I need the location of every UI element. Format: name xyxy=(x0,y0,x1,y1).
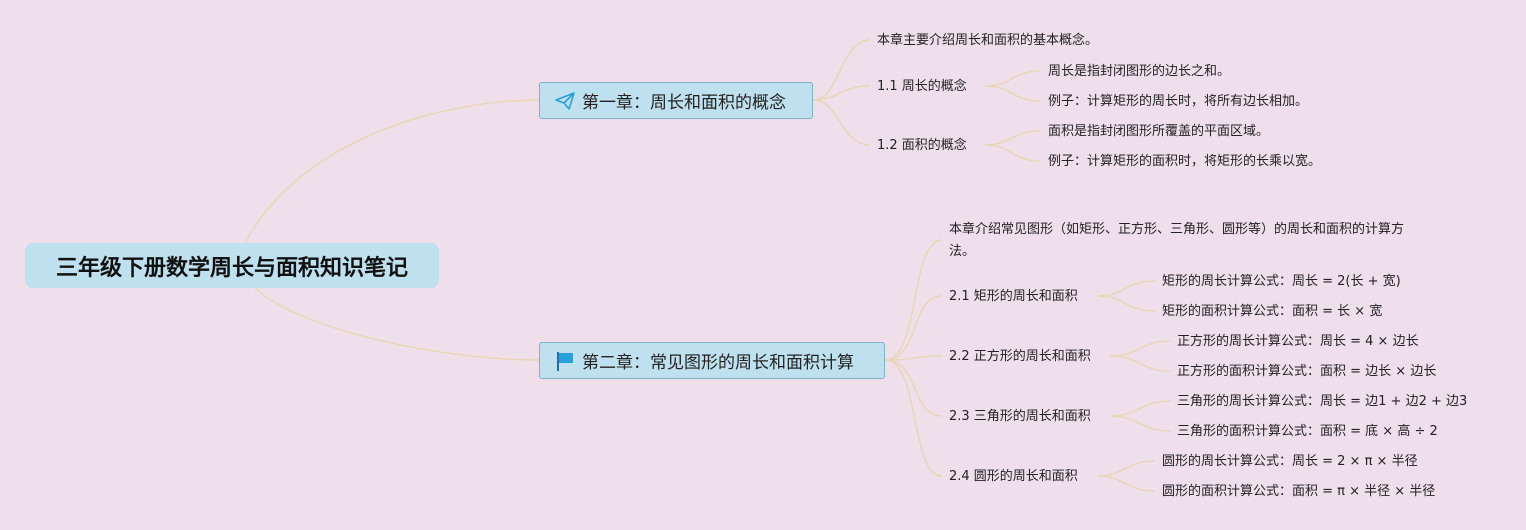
link-s11-a xyxy=(984,70,1041,87)
section-2-3[interactable]: 2.3 三角形的周长和面积 xyxy=(949,409,1091,424)
link-s23-b xyxy=(1109,415,1171,432)
section-2-2-item-2[interactable]: 正方形的面积计算公式：面积 = 边长 × 边长 xyxy=(1177,364,1437,379)
link-ch1-s2 xyxy=(812,99,871,146)
link-ch2-s1 xyxy=(884,295,943,361)
link-s21-a xyxy=(1097,280,1156,297)
chapter-2-title: 第二章：常见图形的周长和面积计算 xyxy=(582,353,854,373)
link-root-ch2 xyxy=(254,287,540,361)
section-2-4-item-2[interactable]: 圆形的面积计算公式：面积 = π × 半径 × 半径 xyxy=(1162,484,1436,499)
section-2-3-item-1[interactable]: 三角形的周长计算公式：周长 = 边1 + 边2 + 边3 xyxy=(1177,394,1468,409)
section-2-2-item-1[interactable]: 正方形的周长计算公式：周长 = 4 × 边长 xyxy=(1177,334,1419,349)
link-s23-a xyxy=(1109,400,1171,417)
section-2-1[interactable]: 2.1 矩形的周长和面积 xyxy=(949,289,1078,304)
chapter-2-intro-line-2: 法。 xyxy=(949,244,976,259)
chapter-1-title: 第一章：周长和面积的概念 xyxy=(582,93,786,113)
section-1-1-item-1[interactable]: 周长是指封闭图形的边长之和。 xyxy=(1048,64,1231,79)
link-s22-b xyxy=(1109,355,1171,372)
section-1-1-item-2[interactable]: 例子：计算矩形的周长时，将所有边长相加。 xyxy=(1048,94,1309,109)
root-title: 三年级下册数学周长与面积知识笔记 xyxy=(55,255,408,281)
paper-plane-icon xyxy=(554,90,576,112)
section-1-1[interactable]: 1.1 周长的概念 xyxy=(877,79,967,94)
flag-icon xyxy=(554,350,576,372)
link-ch2-s3 xyxy=(884,359,943,417)
link-ch1-s1 xyxy=(812,85,871,101)
chapter-1-node[interactable]: 第一章：周长和面积的概念 xyxy=(539,82,813,119)
section-2-4-item-1[interactable]: 圆形的周长计算公式：周长 = 2 × π × 半径 xyxy=(1162,454,1418,469)
section-2-4[interactable]: 2.4 圆形的周长和面积 xyxy=(949,469,1078,484)
link-s12-a xyxy=(984,130,1041,146)
link-s22-a xyxy=(1109,340,1171,357)
section-2-2[interactable]: 2.2 正方形的周长和面积 xyxy=(949,349,1091,364)
chapter-2-node[interactable]: 第二章：常见图形的周长和面积计算 xyxy=(539,342,885,379)
link-s24-a xyxy=(1097,460,1156,477)
section-1-2[interactable]: 1.2 面积的概念 xyxy=(877,138,967,153)
section-2-3-item-2[interactable]: 三角形的面积计算公式：面积 = 底 × 高 ÷ 2 xyxy=(1177,424,1438,439)
link-s12-b xyxy=(984,144,1041,162)
chapter-1-intro[interactable]: 本章主要介绍周长和面积的基本概念。 xyxy=(877,33,1099,48)
root-node[interactable]: 三年级下册数学周长与面积知识笔记 xyxy=(25,243,439,288)
section-1-2-item-2[interactable]: 例子：计算矩形的面积时，将矩形的长乘以宽。 xyxy=(1048,154,1322,169)
link-ch2-intro xyxy=(884,239,943,361)
section-1-2-item-1[interactable]: 面积是指封闭图形所覆盖的平面区域。 xyxy=(1048,124,1270,139)
link-s24-b xyxy=(1097,475,1156,492)
link-ch1-intro xyxy=(812,39,871,101)
section-2-1-item-1[interactable]: 矩形的周长计算公式：周长 = 2(长 + 宽) xyxy=(1162,274,1401,289)
link-root-ch1 xyxy=(244,99,540,244)
link-ch2-s4 xyxy=(884,359,943,477)
link-ch2-s2 xyxy=(884,355,943,361)
chapter-2-intro[interactable]: 本章介绍常见图形（如矩形、正方形、三角形、圆形等）的周长和面积的计算方 法。 xyxy=(949,219,1449,263)
link-s21-b xyxy=(1097,295,1156,312)
chapter-2-intro-line-1: 本章介绍常见图形（如矩形、正方形、三角形、圆形等）的周长和面积的计算方 xyxy=(949,222,1405,237)
link-s11-b xyxy=(984,85,1041,102)
section-2-1-item-2[interactable]: 矩形的面积计算公式：面积 = 长 × 宽 xyxy=(1162,304,1383,319)
